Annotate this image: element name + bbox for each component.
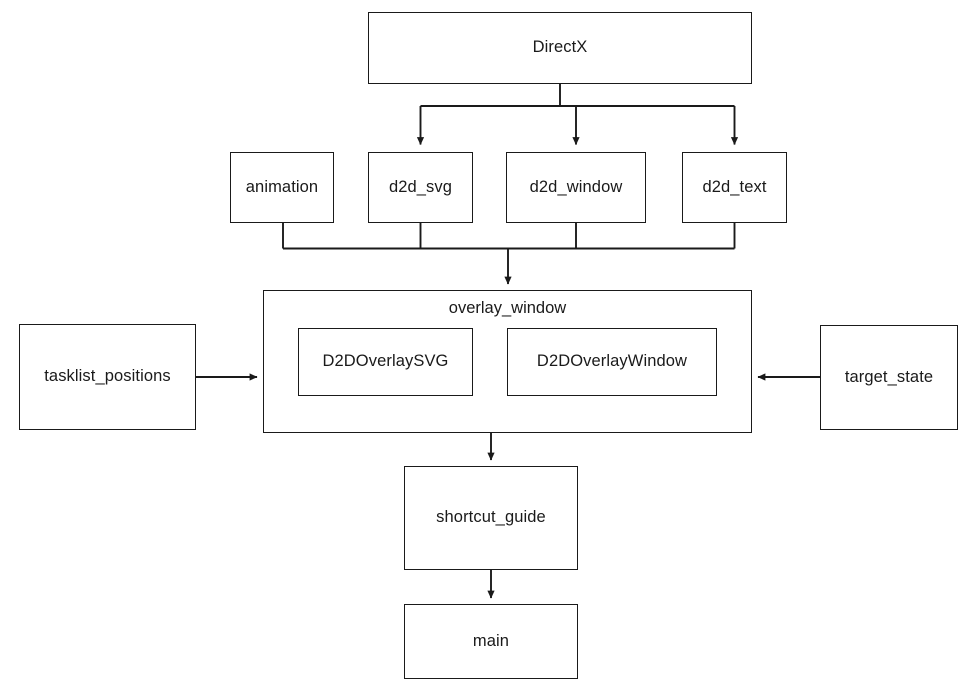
node-d2d-text-label: d2d_text (702, 177, 767, 196)
node-d2d-svg[interactable]: d2d_svg (368, 152, 473, 223)
node-d2d-window-label: d2d_window (529, 177, 623, 196)
node-shortcut-guide[interactable]: shortcut_guide (404, 466, 578, 570)
node-animation-label: animation (245, 177, 319, 196)
node-directx-label: DirectX (532, 38, 588, 57)
node-main-label: main (472, 631, 510, 650)
node-target-state-label: target_state (844, 367, 934, 386)
node-d2d-text[interactable]: d2d_text (682, 152, 787, 223)
node-shortcut-guide-label: shortcut_guide (436, 508, 546, 527)
node-d2d-overlay-svg[interactable]: D2DOverlaySVG (298, 328, 473, 396)
cluster-overlay-window-label: overlay_window (448, 299, 567, 317)
node-d2d-overlay-svg-label: D2DOverlaySVG (322, 352, 449, 371)
node-animation[interactable]: animation (230, 152, 334, 223)
node-tasklist-positions-label: tasklist_positions (44, 367, 171, 386)
node-d2d-window[interactable]: d2d_window (506, 152, 646, 223)
node-d2d-svg-label: d2d_svg (388, 177, 453, 196)
node-main[interactable]: main (404, 604, 578, 679)
node-directx[interactable]: DirectX (368, 12, 752, 84)
node-tasklist-positions[interactable]: tasklist_positions (19, 324, 196, 430)
node-d2d-overlay-window[interactable]: D2DOverlayWindow (507, 328, 717, 396)
node-target-state[interactable]: target_state (820, 325, 958, 430)
node-d2d-overlay-window-label: D2DOverlayWindow (536, 352, 688, 371)
